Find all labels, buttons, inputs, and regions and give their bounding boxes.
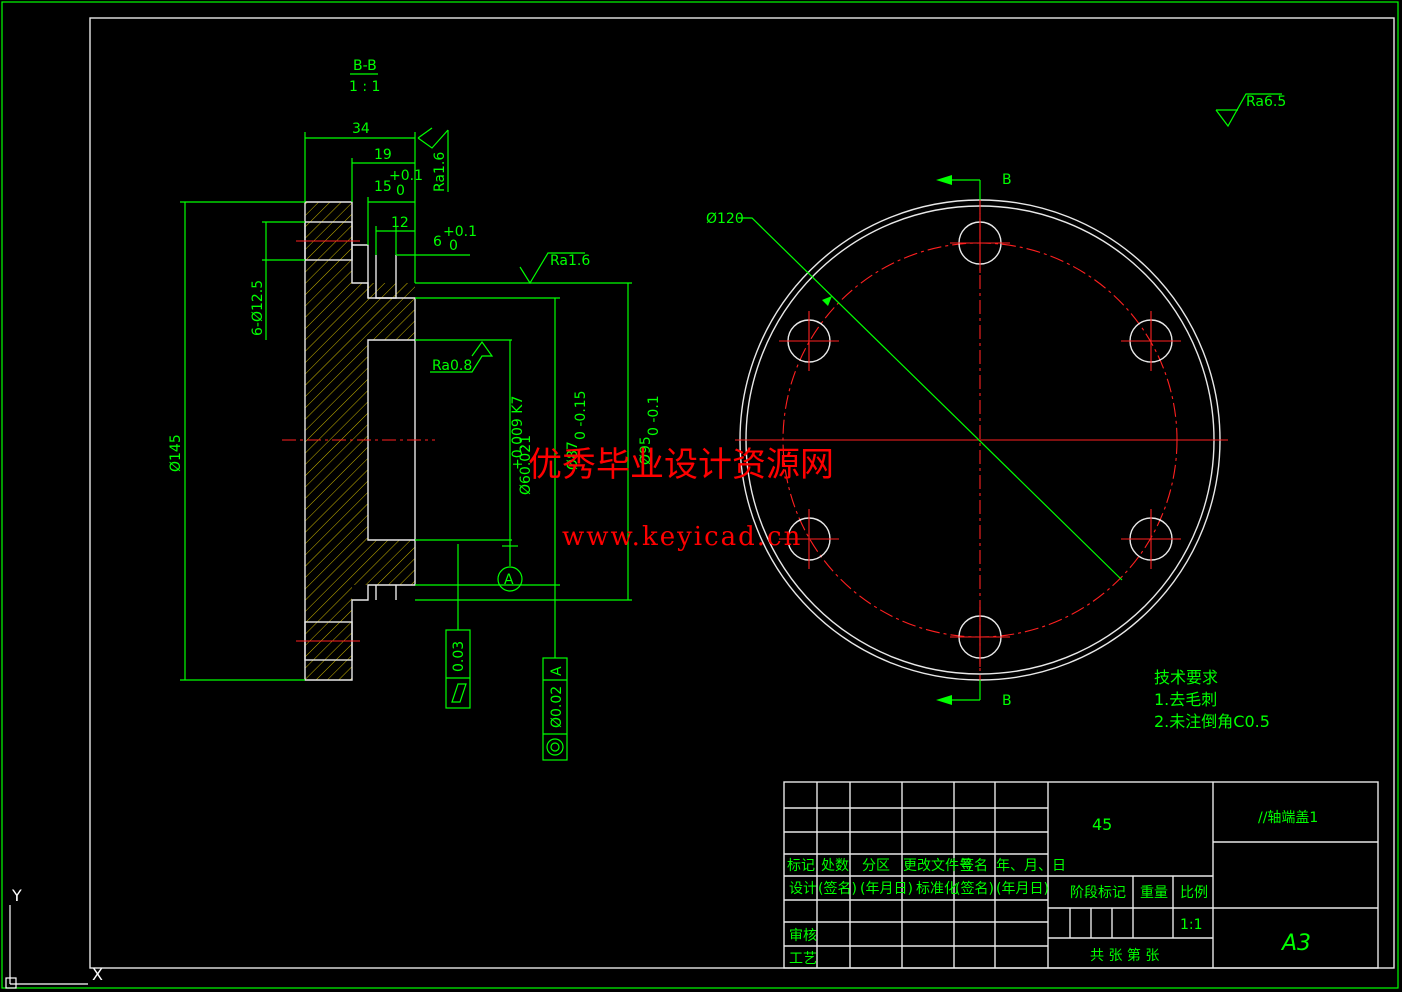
tb-standard: 标准化 (916, 881, 958, 897)
dim-width-19: 19 (374, 147, 392, 163)
dim-87: Ø87 (565, 441, 581, 470)
ucs-x-label: X (92, 965, 103, 984)
tb-date: 年、月、日 (996, 858, 1066, 874)
dim-6-lower: 0 (449, 238, 458, 254)
dim-outer-dia: Ø145 (168, 434, 184, 472)
dim-87-tol: 0 -0.15 (573, 390, 589, 440)
section-view: B-B 1 : 1 34 19 15 +0.1 0 12 6 (168, 58, 662, 761)
dim-95-tol: 0 -0.1 (646, 395, 662, 436)
general-roughness-symbol: Ra6.5 (1215, 93, 1286, 128)
pcd-label: Ø120 (706, 211, 744, 227)
tb-sheets: 共 张 第 张 (1090, 947, 1159, 964)
roughness-mid: Ra1.6 (550, 253, 590, 269)
coaxial-value: Ø0.02 (549, 686, 565, 728)
dim-15-lower: 0 (396, 183, 405, 199)
datum-label: A (504, 572, 514, 588)
tb-design-date: (年月日) (860, 881, 913, 897)
part-hatch-area (305, 202, 415, 680)
coaxial-datum: A (549, 666, 565, 676)
bolt-hole-upper-right (1121, 311, 1181, 371)
tb-sign: 签名 (960, 857, 988, 874)
dim-bore-tol: +0.009 K7 (510, 396, 526, 470)
dim-width-12: 12 (391, 215, 409, 231)
tb-mark: 标记 (787, 858, 815, 874)
roughness-bore: Ra0.8 (432, 358, 472, 374)
tb-scale: 1:1 (1180, 917, 1203, 933)
dim-depth-6: 6 (433, 234, 442, 250)
bolt-hole-lower-left (779, 509, 839, 569)
title-block: 标记 处数 分区 更改文件号 签名 年、月、日 设计 (签名) (年月日) 标准… (783, 781, 1379, 969)
tech-item-1: 1.去毛刺 (1154, 690, 1217, 709)
tb-sheet-size: A3 (1280, 931, 1311, 956)
tb-ratio: 比例 (1180, 885, 1208, 901)
section-mark-bottom: B (1002, 693, 1012, 709)
flatness-value: 0.03 (451, 641, 467, 672)
roughness-top: Ra1.6 (432, 152, 448, 192)
bolt-hole-top (950, 213, 1010, 273)
watermark-title: 优秀毕业设计资源网 (528, 445, 834, 485)
dim-95: Ø95 (638, 436, 654, 465)
bolt-hole-lower-right (1121, 509, 1181, 569)
tb-change-doc: 更改文件号 (903, 858, 973, 874)
tb-standard-date: (年月日) (996, 881, 1049, 897)
tb-zone: 分区 (862, 858, 890, 874)
tech-requirements: 技术要求 1.去毛刺 2.未注倒角C0.5 (1154, 668, 1270, 731)
tb-stage-mark: 阶段标记 (1070, 885, 1126, 901)
dim-6-upper: +0.1 (443, 224, 477, 240)
bolt-hole-upper-left (779, 311, 839, 371)
tech-item-2: 2.未注倒角C0.5 (1154, 712, 1270, 731)
ucs-y-label: Y (11, 886, 22, 905)
section-mark-top: B (1002, 172, 1012, 188)
top-view: Ø120 B B (706, 172, 1228, 709)
section-scale: 1 : 1 (349, 79, 380, 95)
dim-holes: 6-Ø12.5 (250, 280, 266, 336)
tb-weight: 重量 (1140, 885, 1168, 901)
inner-frame (89, 17, 1395, 969)
tb-design-sign: (签名) (818, 880, 857, 897)
tb-process: 工艺 (789, 951, 817, 967)
dim-total-width: 34 (352, 121, 370, 137)
tb-standard-sign: (签名) (955, 880, 994, 897)
tb-review: 审核 (789, 928, 817, 944)
tb-count: 处数 (821, 858, 849, 874)
watermark-url: www.keyicad.cn (562, 522, 802, 552)
tb-design: 设计 (789, 881, 817, 897)
tb-material: 45 (1092, 815, 1112, 834)
dim-bore-dia: Ø60.021 (518, 435, 534, 495)
ucs-icon: Y X (5, 886, 103, 989)
tech-heading: 技术要求 (1154, 668, 1218, 687)
dim-15-upper: +0.1 (389, 168, 423, 184)
dim-width-15: 15 (374, 179, 392, 195)
tb-part-name: //轴端盖1 (1258, 810, 1318, 826)
bolt-hole-bottom (950, 607, 1010, 667)
general-roughness: Ra6.5 (1246, 94, 1286, 110)
section-title: B-B (353, 58, 377, 74)
